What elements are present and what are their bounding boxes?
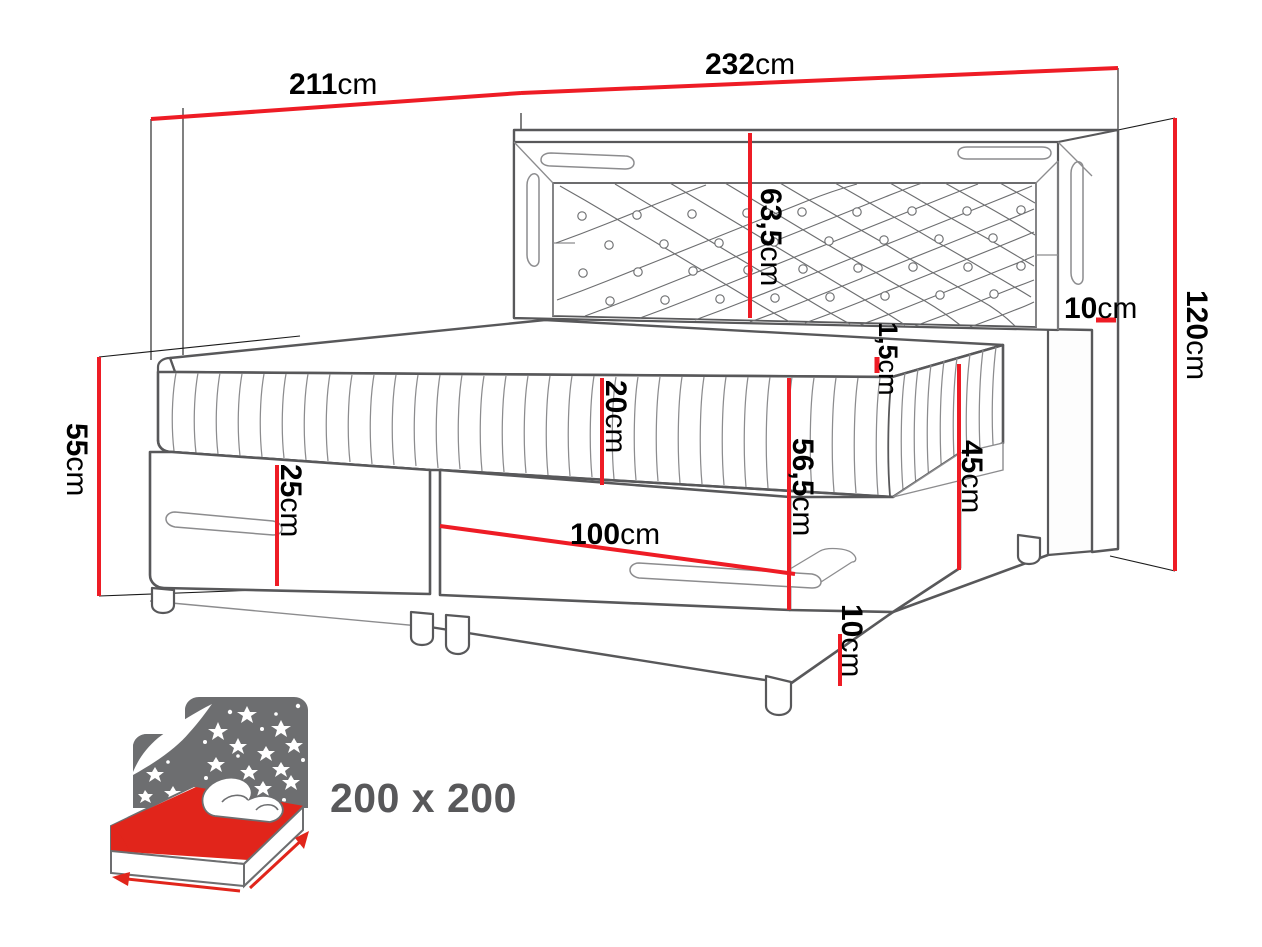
- led-strip-left-vertical: [526, 173, 540, 267]
- dimension-label-100: 100cm: [570, 518, 660, 552]
- dimension-label-15: 1,5cm: [872, 322, 903, 396]
- mattress-size-icon: [110, 697, 309, 893]
- dimension-label-10-legs: 10cm: [834, 604, 868, 677]
- dimension-label-120: 120cm: [1179, 290, 1213, 380]
- dimension-unit-20: cm: [599, 413, 632, 454]
- dimension-label-20: 20cm: [598, 380, 632, 453]
- dimension-label-55: 55cm: [59, 423, 93, 496]
- dimension-label-565: 56,5cm: [785, 438, 819, 536]
- dimension-value-211: 211: [289, 68, 338, 101]
- dimension-value-10-headboard: 10: [1064, 292, 1098, 325]
- dimension-unit-211: cm: [337, 68, 378, 101]
- led-strip-top-right: [957, 146, 1052, 160]
- leg-rear-right: [1016, 533, 1042, 566]
- dimension-unit-120: cm: [1180, 340, 1213, 381]
- dimension-value-45: 45: [955, 440, 988, 474]
- dimension-value-100: 100: [570, 518, 621, 551]
- dimension-value-25: 25: [274, 464, 307, 498]
- dimension-label-635: 63,5cm: [753, 188, 787, 286]
- dimension-label-25: 25cm: [273, 464, 307, 537]
- bed-legs: [150, 533, 1042, 717]
- headboard-corner-bevels: [513, 141, 1093, 330]
- dimension-value-20: 20: [599, 380, 632, 414]
- dimension-unit-10-legs: cm: [835, 637, 868, 678]
- dimension-label-45: 45cm: [954, 440, 988, 513]
- dimension-unit-635: cm: [754, 246, 787, 287]
- dimension-label-232: 232cm: [705, 48, 795, 82]
- dimension-unit-100: cm: [620, 518, 661, 551]
- leg-front-center-a: [409, 610, 435, 647]
- dim-line-232: [520, 66, 1119, 95]
- handle-groove-left: [165, 511, 283, 536]
- leg-front-right: [764, 674, 793, 717]
- tufted-diamond-pattern: [555, 182, 1036, 328]
- led-strip-right-vertical: [1070, 161, 1084, 285]
- dimension-value-565: 56,5: [786, 438, 819, 497]
- dimension-unit-45: cm: [955, 473, 988, 514]
- dimension-label-211: 211cm: [289, 68, 377, 102]
- dimension-unit-15: cm: [873, 359, 903, 396]
- dimension-unit-232: cm: [755, 48, 796, 81]
- leg-front-center-b: [444, 613, 471, 656]
- led-strip-top-left: [540, 152, 635, 170]
- headboard-top-bevel: [514, 129, 1119, 143]
- box-base: [148, 442, 1049, 686]
- mattress-size-label: 200 x 200: [330, 775, 517, 821]
- dimension-unit-55: cm: [60, 456, 93, 497]
- dimension-value-232: 232: [705, 48, 756, 81]
- dimension-value-15: 1,5: [873, 322, 903, 360]
- dimension-unit-565: cm: [786, 496, 819, 537]
- witness-lines: [98, 68, 1176, 597]
- dim-line-211: [150, 91, 522, 121]
- dimension-unit-10-headboard: cm: [1097, 292, 1138, 325]
- dimension-lines-red: [97, 66, 1177, 686]
- dimension-label-10-headboard: 10cm: [1064, 292, 1137, 326]
- dimension-value-120: 120: [1180, 290, 1213, 341]
- leg-front-left: [150, 586, 176, 615]
- dimension-unit-25: cm: [274, 497, 307, 538]
- dimension-value-635: 63,5: [754, 188, 787, 247]
- dim-line-100: [439, 524, 796, 576]
- dimension-value-55: 55: [60, 423, 93, 457]
- dimension-value-10-legs: 10: [835, 604, 868, 638]
